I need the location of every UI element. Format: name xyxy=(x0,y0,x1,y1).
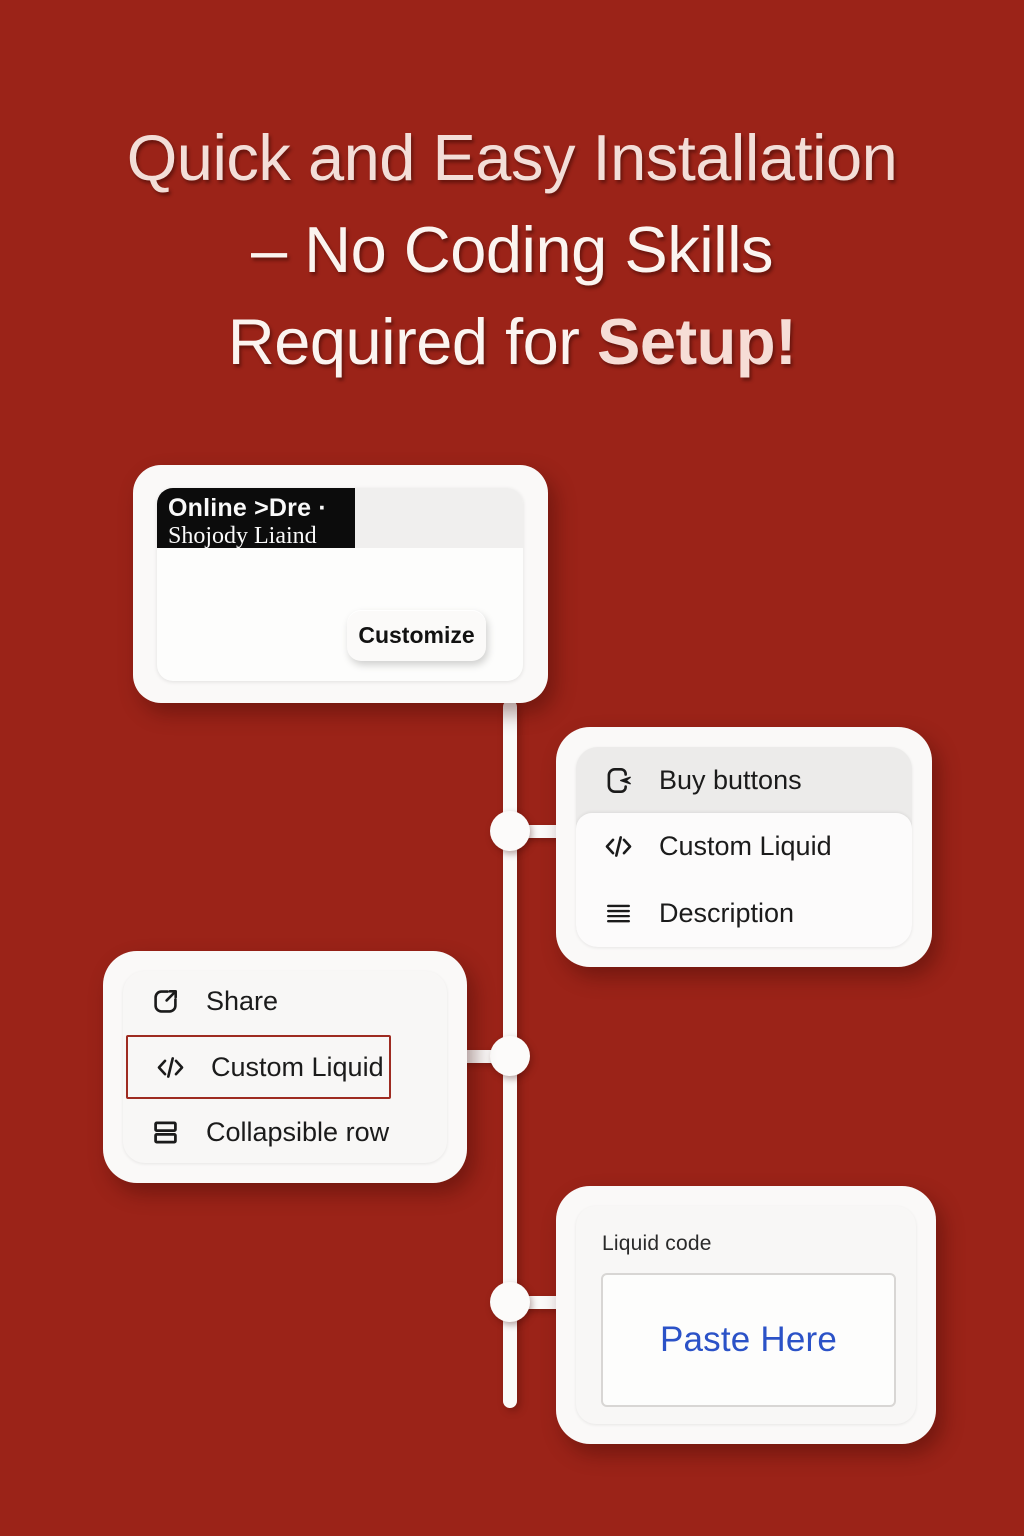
menu-item-buy-buttons[interactable]: Buy buttons xyxy=(576,747,912,813)
menu-item-custom-liquid-highlighted[interactable]: Custom Liquid xyxy=(126,1034,391,1100)
share-icon xyxy=(149,985,182,1018)
menu-item-label: Description xyxy=(659,898,795,928)
paste-here-text: Paste Here xyxy=(659,1320,838,1359)
collapsible-row-icon xyxy=(149,1116,182,1149)
block-menu-left: Share Custom Liquid xyxy=(103,951,467,1183)
title-line-2: – No Coding Skills xyxy=(250,213,774,286)
menu-item-label: Custom Liquid xyxy=(211,1051,384,1082)
menu-item-label: Custom Liquid xyxy=(659,831,832,861)
menu-item-label: Buy buttons xyxy=(659,764,802,795)
block-menu-left-panel: Share Custom Liquid xyxy=(123,971,447,1163)
liquid-code-input[interactable]: Paste Here xyxy=(601,1273,896,1407)
code-icon xyxy=(154,1051,187,1084)
menu-item-label: Collapsible row xyxy=(206,1117,390,1148)
store-name: Online >Dre · xyxy=(168,494,327,522)
page-title: Quick and Easy Installation – No Coding … xyxy=(0,112,1024,388)
block-menu-right-panel: Buy buttons Custom Liquid xyxy=(576,747,912,947)
theme-preview-card: Online >Dre · Shojody Liaind Customize xyxy=(133,465,548,703)
block-menu-right-subpanel: Custom Liquid Description xyxy=(576,813,912,947)
block-menu-right: Buy buttons Custom Liquid xyxy=(556,727,932,967)
liquid-code-card: Liquid code Paste Here xyxy=(556,1186,936,1444)
title-line-3-regular: Required for xyxy=(227,305,598,378)
connector-node-3 xyxy=(490,1282,530,1322)
store-subtitle: Shojody Liaind xyxy=(168,523,317,549)
store-header-black: Online >Dre · Shojody Liaind xyxy=(157,488,355,549)
description-icon xyxy=(602,897,635,930)
buy-button-icon xyxy=(602,764,635,797)
title-line-3: Required for Setup! xyxy=(0,296,1024,388)
connector-node-1 xyxy=(490,811,530,851)
code-icon xyxy=(602,830,635,863)
store-header-band: Online >Dre · Shojody Liaind xyxy=(157,488,523,549)
menu-item-share[interactable]: Share xyxy=(123,971,447,1032)
menu-item-description[interactable]: Description xyxy=(576,880,912,947)
customize-button[interactable]: Customize xyxy=(347,610,486,661)
menu-item-collapsible-row[interactable]: Collapsible row xyxy=(123,1102,447,1163)
connector-node-2 xyxy=(490,1036,530,1076)
liquid-code-panel: Liquid code Paste Here xyxy=(576,1206,916,1424)
liquid-code-label: Liquid code xyxy=(602,1232,712,1255)
menu-item-label: Share xyxy=(206,985,279,1016)
menu-item-custom-liquid[interactable]: Custom Liquid xyxy=(576,813,912,880)
theme-preview-panel: Online >Dre · Shojody Liaind Customize xyxy=(157,488,523,681)
title-line-3-bold: Setup! xyxy=(597,305,797,378)
title-line-1: Quick and Easy Installation xyxy=(126,121,898,194)
